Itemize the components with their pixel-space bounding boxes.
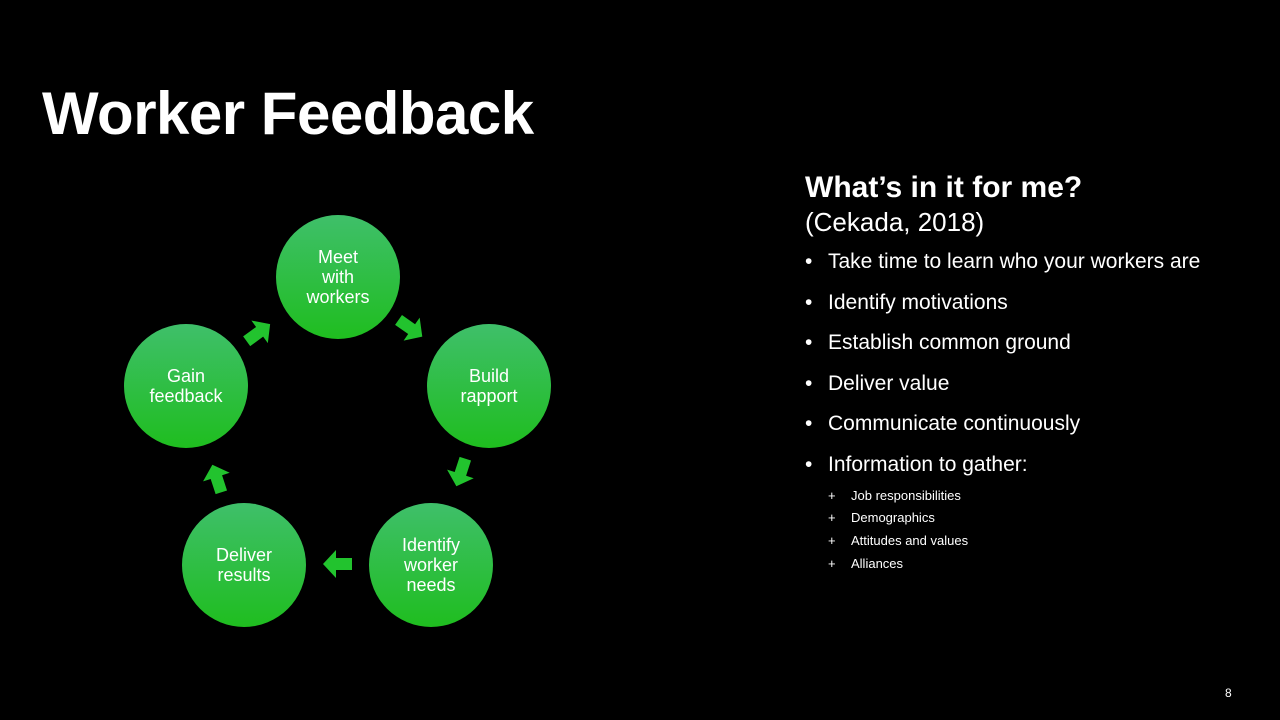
- bullet-marker: •: [805, 250, 813, 273]
- cycle-arrow-icon: [323, 550, 352, 578]
- bullet-text: Information to gather:: [828, 452, 1028, 476]
- sub-bullet-text: Job responsibilities: [851, 487, 961, 503]
- bullet-item: • Establish common ground: [805, 329, 1235, 357]
- cycle-node-label: Gain feedback: [149, 366, 223, 406]
- bullet-item: • Communicate continuously: [805, 410, 1235, 438]
- panel-citation: (Cekada, 2018): [805, 207, 985, 237]
- sub-bullet-item: + Alliances: [828, 553, 1235, 576]
- cycle-node-meet-with-workers: Meet with workers: [276, 215, 400, 339]
- cycle-arrow-icon: [203, 464, 230, 495]
- benefits-list: • Take time to learn who your workers are…: [805, 248, 1235, 575]
- slide-title: Worker Feedback: [42, 80, 534, 147]
- bullet-item: • Information to gather: + Job responsibil…: [805, 451, 1235, 576]
- cycle-node-label: Identify worker needs: [401, 535, 461, 595]
- sub-bullet-item: + Demographics: [828, 507, 1235, 530]
- bullet-text: Identify motivations: [828, 290, 1008, 314]
- benefits-panel: What’s in it for me? (Cekada, 2018) • Tak…: [805, 170, 1235, 588]
- information-sublist: + Job responsibilities + Demographics + Att…: [828, 485, 1235, 576]
- sub-bullet-item: + Attitudes and values: [828, 530, 1235, 553]
- cycle-node-build-rapport: Build rapport: [427, 324, 551, 448]
- sub-bullet-marker: +: [828, 510, 836, 526]
- sub-bullet-marker: +: [828, 532, 836, 548]
- sub-bullet-text: Attitudes and values: [851, 532, 969, 548]
- cycle-node-label: Deliver results: [215, 545, 272, 585]
- cycle-node-gain-feedback: Gain feedback: [124, 324, 248, 448]
- bullet-item: • Identify motivations: [805, 289, 1235, 317]
- bullet-text: Communicate continuously: [828, 412, 1081, 435]
- cycle-arrow-icon: [447, 456, 474, 487]
- cycle-node-identify-worker-needs: Identify worker needs: [369, 503, 493, 627]
- cycle-node-deliver-results: Deliver results: [182, 503, 306, 627]
- bullet-marker: •: [805, 331, 813, 354]
- bullet-text: Deliver value: [828, 371, 950, 395]
- cycle-node-label: Meet with workers: [306, 247, 370, 307]
- sub-bullet-text: Alliances: [851, 555, 904, 571]
- sub-bullet-marker: +: [828, 555, 836, 571]
- bullet-text: Establish common ground: [828, 331, 1071, 354]
- sub-bullet-marker: +: [828, 487, 836, 503]
- bullet-item: • Take time to learn who your workers are: [805, 248, 1235, 276]
- cycle-arrow-icon: [243, 320, 271, 347]
- bullet-item: • Deliver value: [805, 370, 1235, 398]
- bullet-marker: •: [805, 290, 813, 314]
- bullet-marker: •: [805, 412, 813, 435]
- page-number: 8: [1225, 686, 1232, 700]
- bullet-marker: •: [805, 452, 813, 476]
- sub-bullet-text: Demographics: [851, 510, 935, 526]
- cycle-arrow-icon: [395, 315, 423, 341]
- bullet-text: Take time to learn who your workers are: [828, 250, 1201, 273]
- sub-bullet-item: + Job responsibilities: [828, 485, 1235, 508]
- cycle-node-label: Build rapport: [460, 366, 518, 406]
- bullet-marker: •: [805, 371, 813, 395]
- panel-heading: What’s in it for me?: [805, 171, 1083, 204]
